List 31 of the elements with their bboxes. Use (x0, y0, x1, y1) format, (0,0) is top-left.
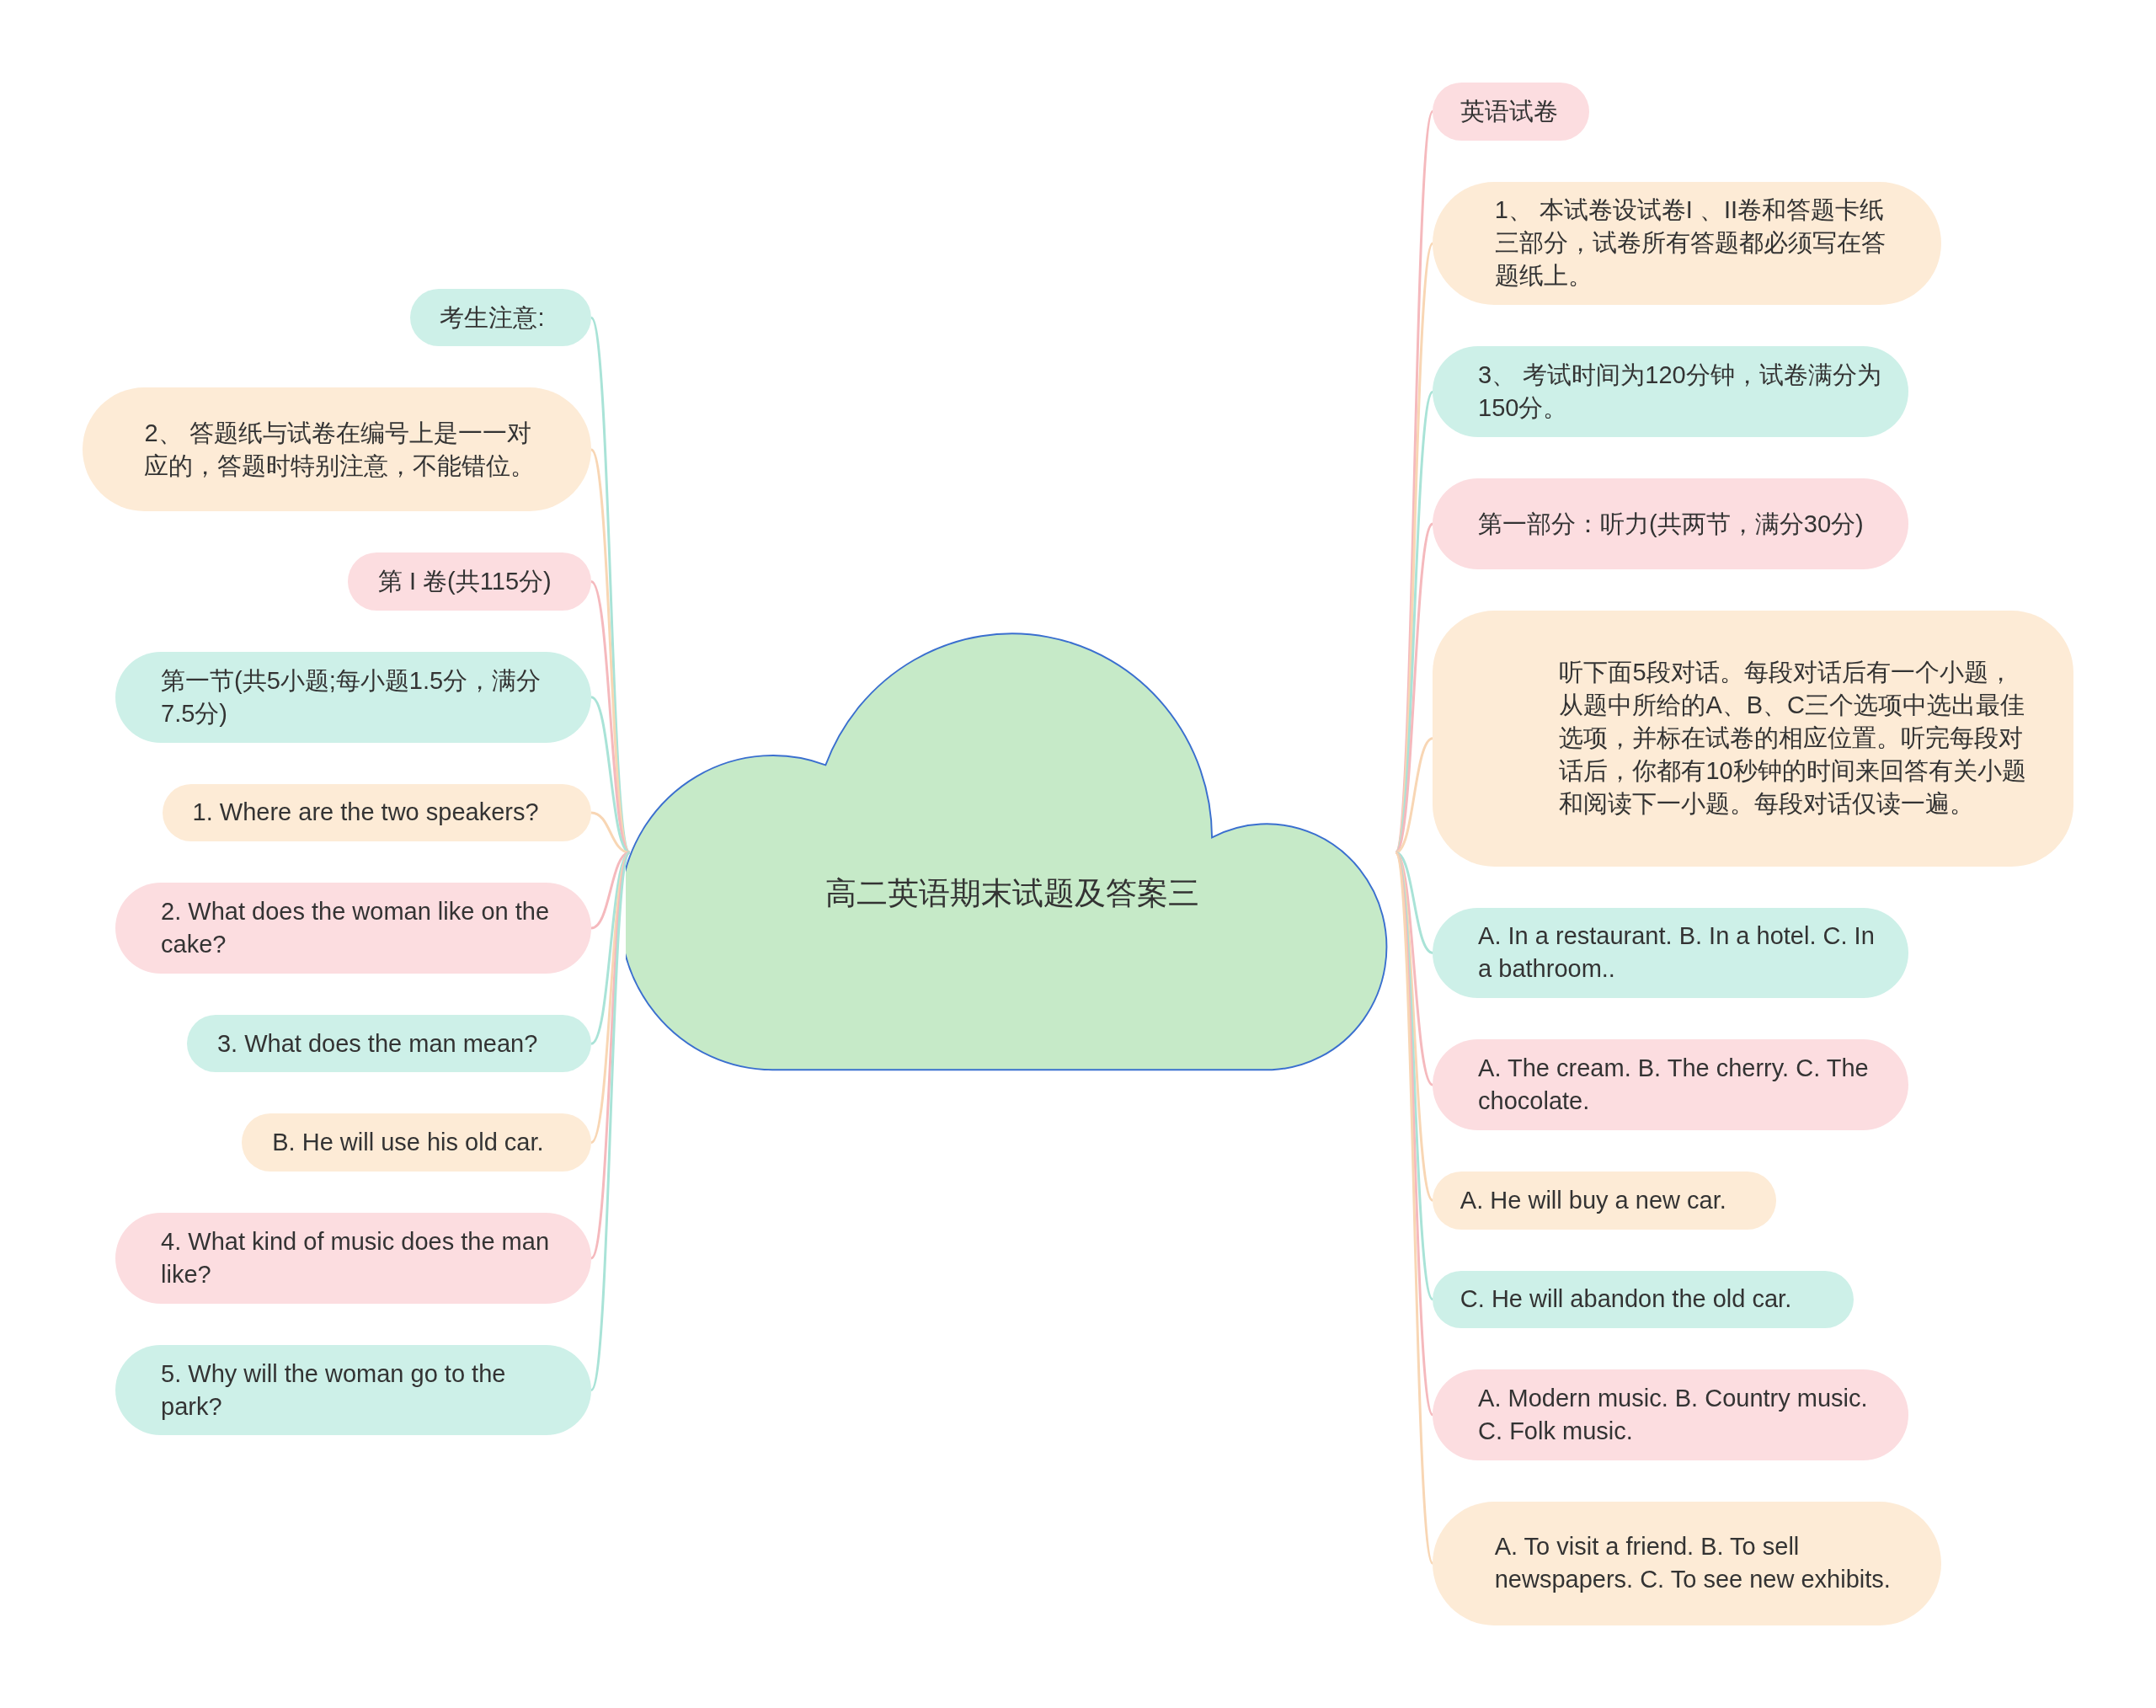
node-text: 3、 考试时间为120分钟，试卷满分为150分。 (1478, 360, 1882, 424)
node-text: C. He will abandon the old car. (1460, 1284, 1792, 1315)
node-text: A. In a restaurant. B. In a hotel. C. In a bathroom.. (1478, 921, 1876, 985)
node-text: 5. Why will the woman go to the park? (161, 1358, 507, 1422)
connector-line (1394, 110, 1434, 853)
connector-line (590, 696, 631, 854)
node-text: 1. Where are the two speakers? (192, 798, 539, 828)
node-text: A. He will buy a new car. (1460, 1185, 1726, 1215)
connector-line (1394, 851, 1434, 1564)
node-text: 2. What does the woman like on the cake? (161, 897, 551, 960)
node-text: B. He will use his old car. (272, 1128, 544, 1158)
connector-line (1395, 737, 1433, 854)
connector-line (1394, 243, 1434, 853)
node-text: 高二英语期末试题及答案三 (824, 875, 1200, 913)
node-text: 第 I 卷(共115分) (377, 567, 552, 597)
connector-line (590, 851, 631, 1045)
topic-box (1433, 610, 2074, 867)
node-text: 4. What kind of music does the man like? (161, 1226, 550, 1289)
node-text: 第一节(共5小题;每小题1.5分，满分7.5分) (161, 665, 542, 729)
node-text: 3. What does the man mean? (216, 1028, 538, 1059)
node-text: 第一部分：听力(共两节，满分30分) (1478, 509, 1864, 539)
node-text: A. To visit a friend. B. To sell newspapers. C. To see new exhibits. (1494, 1532, 1892, 1595)
node-text: A. The cream. B. The cherry. C. The chocolate. (1478, 1054, 1870, 1117)
node-text: A. Modern music. B. Country music. C. Folk music. (1478, 1384, 1869, 1446)
connector-line (590, 811, 630, 854)
node-text: 考生注意: (440, 302, 545, 333)
node-text: 2、 答题纸与试卷在编号上是一一对应的，答题时特别注意，不能错位。 (144, 418, 536, 481)
node-text: 英语试卷 (1460, 96, 1558, 126)
connector-line (1395, 851, 1433, 954)
node-text: 1、 本试卷设试卷I 、II卷和答题卡纸三部分，试卷所有答题都必须写在答题纸上。 (1494, 195, 1886, 291)
node-text: 听下面5段对话。每段对话后有一个小题，从题中所给的A、B、C三个选项中选出最佳选项，并标在试卷的相应位置。听完每段对话后，你都有10秒钟的时间来回答有关小题和阅读下一小题。每段对话仅读一遍。 (1559, 658, 2027, 819)
